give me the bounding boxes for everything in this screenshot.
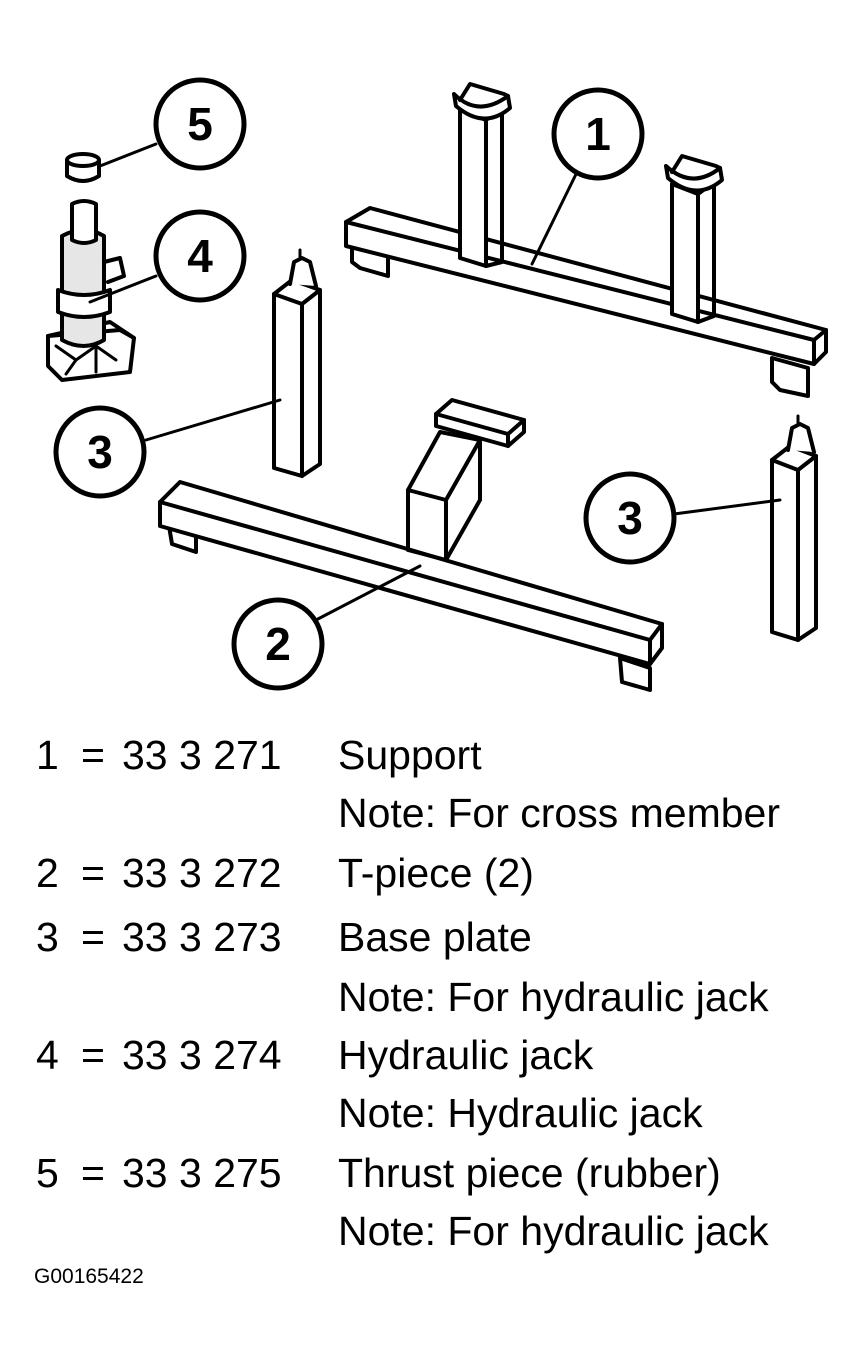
legend-row: Note: Hydraulic jack xyxy=(36,1088,856,1138)
legend-part-code: 33 3 272 xyxy=(122,850,282,896)
legend-number: 2 xyxy=(36,850,59,896)
callout-1: 1 xyxy=(551,87,645,181)
legend-note: Note: For hydraulic jack xyxy=(338,1208,769,1254)
legend-row: 2 = 33 3 272 T-piece (2) xyxy=(36,848,856,898)
callout-3-left: 3 xyxy=(53,405,147,499)
legend-description: T-piece (2) xyxy=(338,850,534,896)
legend-part-code: 33 3 274 xyxy=(122,1032,282,1078)
callout-5: 5 xyxy=(153,77,247,171)
hydraulic-jack-part xyxy=(46,199,158,382)
callout-4-label: 4 xyxy=(187,230,213,282)
legend-equals: = xyxy=(81,850,105,896)
callout-2-label: 2 xyxy=(265,618,291,670)
legend-number: 5 xyxy=(36,1150,59,1196)
legend-equals: = xyxy=(81,732,105,778)
legend-row: Note: For hydraulic jack xyxy=(36,972,856,1022)
legend-description: Hydraulic jack xyxy=(338,1032,594,1078)
callout-2: 2 xyxy=(231,597,325,691)
legend-equals: = xyxy=(81,914,105,960)
legend-note: Note: For cross member xyxy=(338,790,780,836)
base-plate-left-part xyxy=(144,248,322,478)
legend-number: 4 xyxy=(36,1032,59,1078)
callout-3-right-label: 3 xyxy=(617,492,643,544)
base-plate-right-part xyxy=(672,414,818,642)
legend-note: Note: Hydraulic jack xyxy=(338,1090,703,1136)
legend-description: Base plate xyxy=(338,914,532,960)
legend-row: 1 = 33 3 271 Support xyxy=(36,730,856,780)
legend-part-code: 33 3 273 xyxy=(122,914,282,960)
callout-3-left-label: 3 xyxy=(87,426,113,478)
legend-row: 4 = 33 3 274 Hydraulic jack xyxy=(36,1030,856,1080)
legend-part-code: 33 3 271 xyxy=(122,732,282,778)
legend-equals: = xyxy=(81,1032,105,1078)
tool-illustration: 1 2 3 3 4 5 xyxy=(46,77,828,692)
legend-description: Thrust piece (rubber) xyxy=(338,1150,721,1196)
callout-1-label: 1 xyxy=(585,108,611,160)
callout-4: 4 xyxy=(153,209,247,303)
legend-equals: = xyxy=(81,1150,105,1196)
legend-description: Support xyxy=(338,732,482,778)
legend-row: Note: For hydraulic jack xyxy=(36,1206,856,1256)
thrust-piece-part xyxy=(65,142,158,183)
legend-number: 1 xyxy=(36,732,59,778)
callout-5-label: 5 xyxy=(187,98,213,150)
legend-note: Note: For hydraulic jack xyxy=(338,974,769,1020)
t-piece-part xyxy=(158,398,664,692)
figure-id: G00165422 xyxy=(34,1265,144,1288)
legend-row: Note: For cross member xyxy=(36,788,856,838)
legend-row: 3 = 33 3 273 Base plate xyxy=(36,912,856,962)
callout-3-right: 3 xyxy=(583,471,677,565)
legend-part-code: 33 3 275 xyxy=(122,1150,282,1196)
legend-row: 5 = 33 3 275 Thrust piece (rubber) xyxy=(36,1148,856,1198)
support-part xyxy=(344,82,828,398)
legend-number: 3 xyxy=(36,914,59,960)
